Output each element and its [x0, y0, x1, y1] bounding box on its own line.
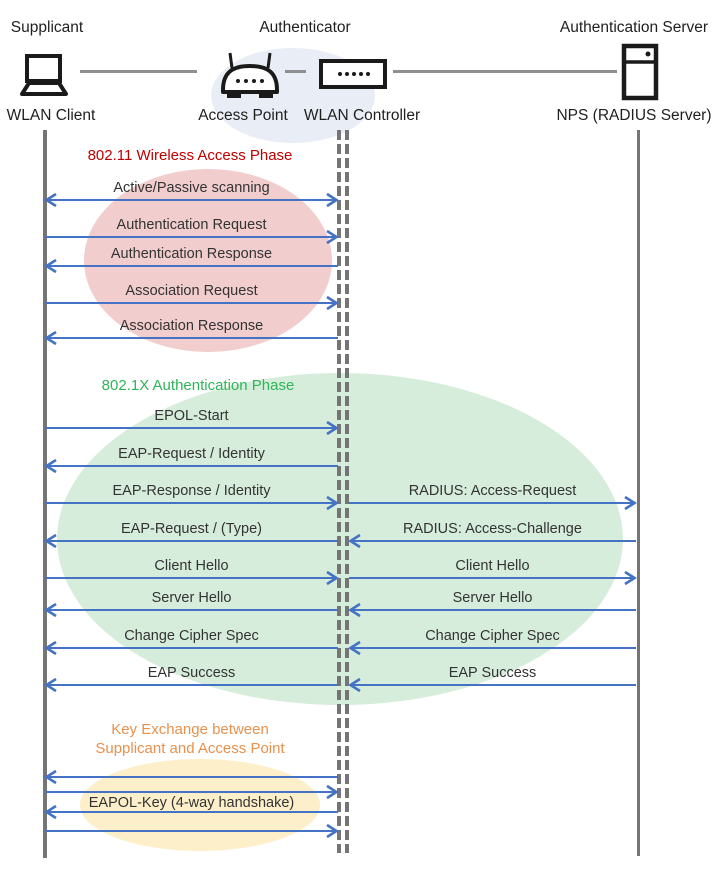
phase-title-key-exchange-line1: Key Exchange between — [111, 721, 269, 738]
arrow-right-client-hello-left — [45, 570, 339, 586]
message-label-client-hello-right: Client Hello — [455, 558, 530, 574]
arrow-right-authentication-request-left — [45, 229, 339, 245]
arrow-left-eap-success-left — [44, 677, 338, 693]
arrow-left-authentication-response-left — [44, 258, 338, 274]
message-label-eap-response-identity-left: EAP-Response / Identity — [112, 483, 271, 499]
arrow-left-eap-success-right — [348, 677, 636, 693]
message-label-change-cipher-spec-right: Change Cipher Spec — [425, 628, 560, 644]
message-label-radius-access-challenge-right: RADIUS: Access-Challenge — [403, 521, 582, 537]
link-controller-to-server — [393, 70, 617, 73]
arrow-left-eap-request-identity-left — [44, 458, 338, 474]
phase-title-key-exchange: Key Exchange between Supplicant and Acce… — [40, 720, 340, 758]
arrow-left-eap-request-type-left — [44, 533, 338, 549]
link-client-to-ap — [80, 70, 197, 73]
message-label-association-response-left: Association Response — [119, 318, 264, 334]
message-label-server-hello-right: Server Hello — [452, 590, 533, 606]
arrow-both-active-passive-scanning-left — [44, 192, 339, 208]
message-label-eap-success-right: EAP Success — [448, 665, 537, 681]
arrow-left-handshake-arrow-19-left — [44, 769, 338, 785]
arrow-left-radius-access-challenge-right — [348, 533, 636, 549]
arrow-right-epol-start-left — [45, 420, 339, 436]
message-label-active-passive-scanning-left: Active/Passive scanning — [113, 180, 270, 196]
phase-title-8021x-authentication: 802.1X Authentication Phase — [101, 377, 295, 394]
role-authenticator: Authenticator — [259, 19, 351, 36]
lifeline-radius-server — [637, 130, 640, 856]
link-ap-to-controller — [285, 70, 306, 73]
access-point-icon — [221, 52, 279, 98]
arrow-left-association-response-left — [44, 330, 338, 346]
node-label-access-point: Access Point — [198, 107, 288, 124]
node-label-wlan-controller: WLAN Controller — [303, 107, 421, 124]
message-label-eap-request-identity-left: EAP-Request / Identity — [118, 446, 265, 462]
lifeline-authenticator-1 — [337, 130, 341, 853]
message-label-server-hello-left: Server Hello — [151, 590, 232, 606]
arrow-right-radius-access-request-right — [349, 495, 637, 511]
message-label-eap-request-type-left: EAP-Request / (Type) — [120, 521, 263, 537]
message-label-authentication-request-left: Authentication Request — [116, 217, 267, 233]
message-label-change-cipher-spec-left: Change Cipher Spec — [124, 628, 259, 644]
wlan-controller-icon — [319, 59, 387, 89]
message-label-radius-access-request-right: RADIUS: Access-Request — [408, 483, 577, 499]
role-supplicant: Supplicant — [10, 19, 84, 36]
arrow-right-handshake-arrow-22-left — [45, 823, 339, 839]
phase-title-key-exchange-line2: Supplicant and Access Point — [95, 740, 285, 757]
arrow-right-client-hello-right — [349, 570, 637, 586]
arrow-left-server-hello-left — [44, 602, 338, 618]
lifeline-authenticator-2 — [345, 130, 349, 853]
arrow-right-association-request-left — [45, 295, 339, 311]
message-label-epol-start-left: EPOL-Start — [154, 408, 229, 424]
arrow-left-change-cipher-spec-left — [44, 640, 338, 656]
arrow-left-change-cipher-spec-right — [348, 640, 636, 656]
message-label-association-request-left: Association Request — [125, 283, 258, 299]
arrow-left-eapol-key-4-way-handshake-left — [44, 804, 338, 820]
server-icon — [621, 43, 659, 101]
phase-title-80211-wireless-access: 802.11 Wireless Access Phase — [87, 147, 293, 164]
arrow-right-eap-response-identity-left — [45, 495, 339, 511]
node-label-nps-radius: NPS (RADIUS Server) — [556, 107, 712, 124]
laptop-icon — [20, 54, 68, 96]
role-authentication-server: Authentication Server — [559, 19, 709, 36]
arrow-right-handshake-arrow-20-left — [45, 784, 339, 800]
node-label-wlan-client: WLAN Client — [6, 107, 96, 124]
key-exchange-ellipse — [80, 759, 320, 851]
arrow-left-server-hello-right — [348, 602, 636, 618]
lifeline-wlan-client — [43, 130, 47, 858]
message-label-authentication-response-left: Authentication Response — [110, 246, 273, 262]
message-label-eap-success-left: EAP Success — [147, 665, 236, 681]
message-label-eapol-key-4-way-handshake-left: EAPOL-Key (4-way handshake) — [88, 795, 295, 811]
message-label-client-hello-left: Client Hello — [154, 558, 229, 574]
